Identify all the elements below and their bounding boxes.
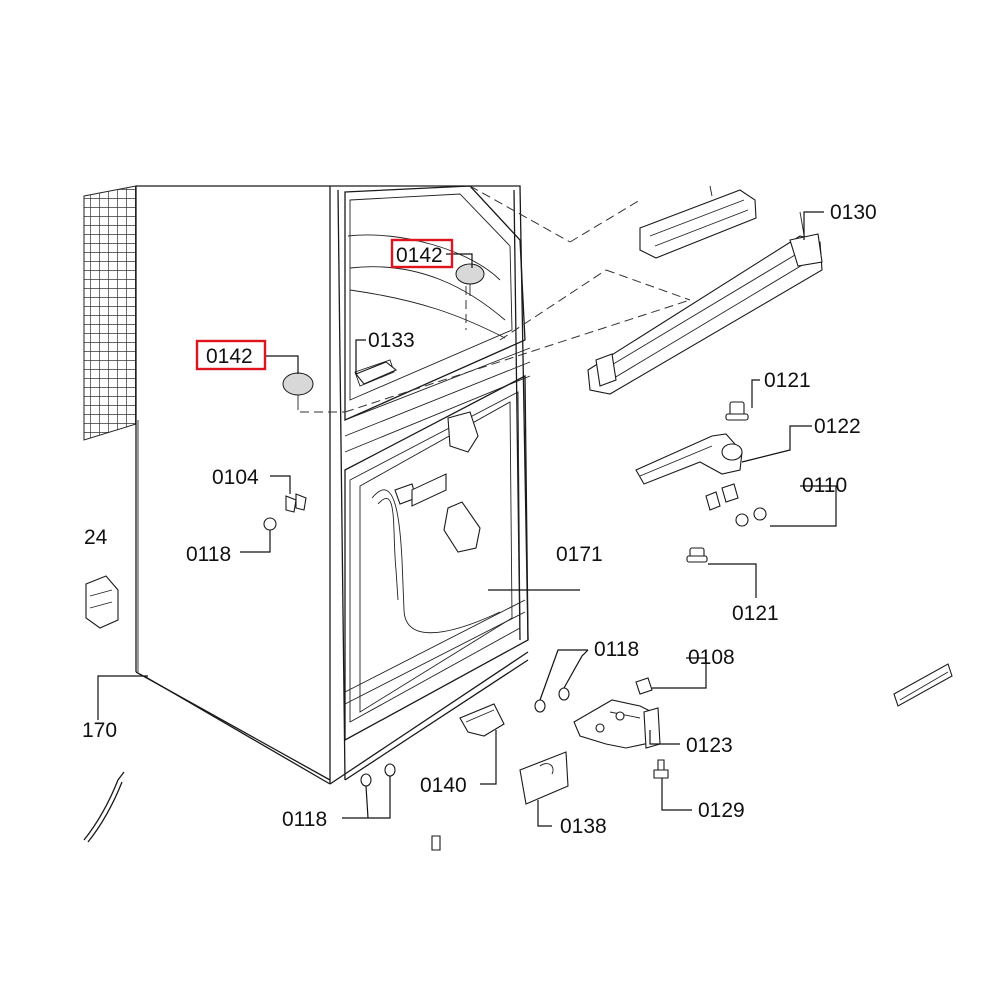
part-label-170: 170 — [82, 719, 117, 742]
washer-0118-right-a — [534, 699, 546, 713]
part-label-0140: 0140 — [420, 774, 467, 797]
part-label-0171: 0171 — [556, 543, 603, 566]
leader-lines — [97, 211, 837, 827]
screw-bottom — [431, 835, 441, 851]
hinge-bracket-0122 — [635, 433, 743, 485]
door-rail-0130 — [587, 211, 823, 395]
washer-0118-bottom-a — [360, 773, 372, 787]
screw-0129 — [653, 759, 669, 779]
partial-rail-right — [893, 663, 953, 707]
highlight-box-0142-upper — [390, 238, 454, 269]
part-label-0130: 0130 — [830, 201, 877, 224]
vent-0140 — [459, 703, 505, 737]
part-label-0104: 0104 — [212, 466, 259, 489]
cover-0138 — [519, 751, 569, 805]
cap-0142-upper — [455, 263, 485, 296]
part-label-0142-upper: 0142 — [396, 244, 443, 267]
part-label-0118-right: 0118 — [594, 638, 639, 661]
part-label-0108: 0108 — [688, 646, 735, 669]
part-label-0118-bottom: 0118 — [282, 808, 327, 831]
freezer-compartment — [344, 185, 531, 453]
top-vent-cover — [639, 185, 757, 259]
cabinet-front-frame — [329, 185, 529, 785]
cap-0142-left — [282, 372, 314, 410]
screws-0110 — [705, 483, 767, 527]
part-label-0121-top: 0121 — [764, 369, 811, 392]
cabinet-side-panel — [135, 185, 331, 785]
hinge-plate-0123 — [573, 699, 661, 749]
condenser-grid — [83, 185, 137, 441]
part-label-0118-left: 0118 — [186, 543, 231, 566]
part-label-0110: 0110 — [802, 474, 847, 497]
part-label-0122: 0122 — [814, 415, 861, 438]
screws-0104 — [285, 493, 307, 513]
part-label-24: 24 — [84, 526, 108, 549]
washer-0118-right-b — [558, 687, 570, 701]
part-label-0138: 0138 — [560, 815, 607, 838]
part-label-0123: 0123 — [686, 734, 733, 757]
part-label-0133: 0133 — [368, 329, 415, 352]
bracket-24 — [85, 575, 119, 629]
part-label-0129: 0129 — [698, 799, 745, 822]
hinge-pin-0121-bottom — [686, 547, 708, 563]
highlight-box-0142-left — [195, 339, 267, 371]
label-plate-0133 — [355, 361, 398, 385]
assembly-guide-lines — [300, 185, 691, 413]
power-cord-inner — [87, 781, 123, 843]
washer-0118-left — [263, 517, 277, 531]
power-cord — [83, 771, 125, 841]
part-label-0142-left: 0142 — [206, 345, 253, 368]
washer-0118-bottom-b — [384, 763, 396, 777]
hinge-pin-0121-top — [725, 401, 749, 421]
fridge-compartment — [344, 374, 529, 742]
screw-0108 — [635, 677, 653, 695]
part-label-0121-bottom: 0121 — [732, 602, 779, 625]
